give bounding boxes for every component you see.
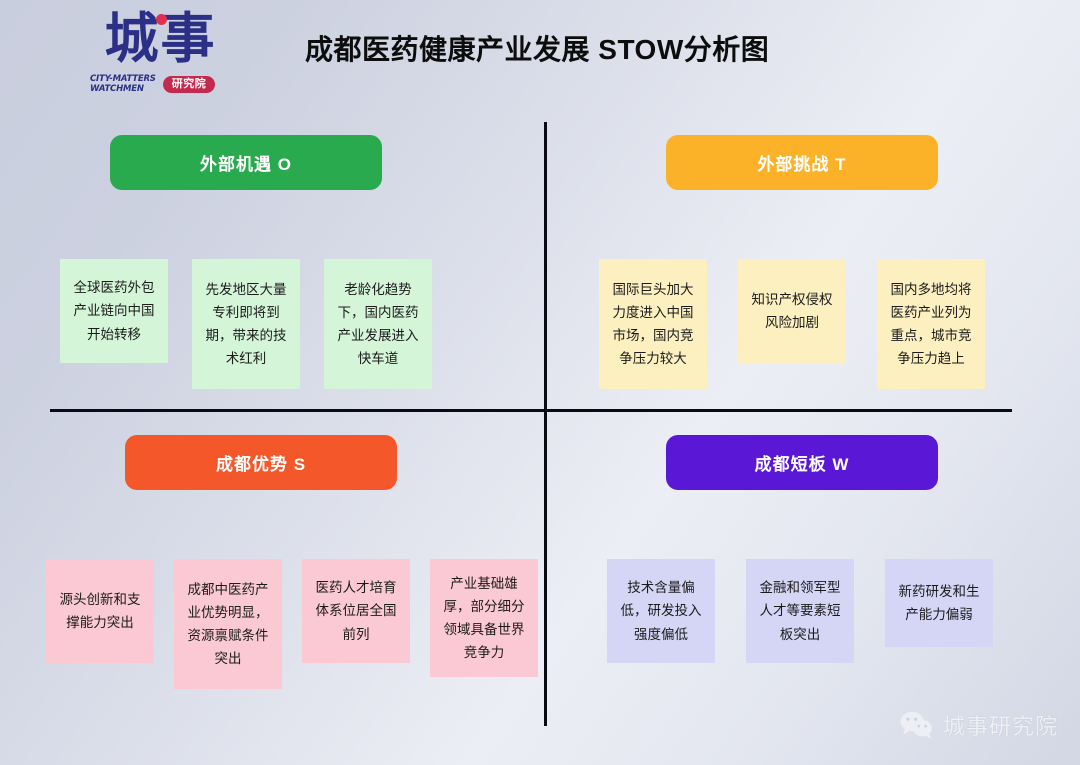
card-list-weaknesses: 技术含量偏低，研发投入强度偏低 金融和领军型人才等要素短板突出 新药研发和生产能… <box>607 559 1022 663</box>
list-item: 国际巨头加大力度进入中国市场，国内竞争压力较大 <box>599 259 707 389</box>
card-list-strengths: 源头创新和支撑能力突出 成都中医药产业优势明显，资源禀赋条件突出 医药人才培育体… <box>46 559 540 689</box>
horizontal-axis-divider <box>50 409 1012 412</box>
wechat-watermark: 城事研究院 <box>899 709 1058 741</box>
wechat-account-name: 城事研究院 <box>942 714 1058 739</box>
quadrant-header-threats: 外部挑战 T <box>666 135 938 190</box>
quadrant-header-strengths: 成都优势 S <box>125 435 397 490</box>
list-item: 老龄化趋势下，国内医药产业发展进入快车道 <box>324 259 432 389</box>
list-item: 源头创新和支撑能力突出 <box>46 559 154 663</box>
logo-dot-accent <box>156 14 167 25</box>
page-title: 成都医药健康产业发展 STOW分析图 <box>305 34 770 65</box>
logo-english-name: CITY-MATTERS WATCHMEN <box>90 74 156 94</box>
page-header: 城事 CITY-MATTERS WATCHMEN 研究院 成都医药健康产业发展 … <box>0 0 1080 125</box>
list-item: 全球医药外包产业链向中国开始转移 <box>60 259 168 363</box>
quadrant-header-opportunities: 外部机遇 O <box>110 135 382 190</box>
list-item: 成都中医药产业优势明显，资源禀赋条件突出 <box>174 559 282 689</box>
logo-wordmark: 城事 <box>88 12 233 66</box>
logo-subtitle-row: CITY-MATTERS WATCHMEN 研究院 <box>88 74 233 94</box>
logo-english-line-2: WATCHMEN <box>90 83 144 94</box>
list-item: 知识产权侵权风险加剧 <box>738 259 846 363</box>
quadrant-weaknesses: 成都短板 W 技术含量偏低，研发投入强度偏低 金融和领军型人才等要素短板突出 新… <box>552 435 1022 717</box>
brand-logo: 城事 CITY-MATTERS WATCHMEN 研究院 <box>88 12 233 117</box>
list-item: 先发地区大量专利即将到期，带来的技术红利 <box>192 259 300 389</box>
list-item: 产业基础雄厚，部分细分领域具备世界竞争力 <box>430 559 538 677</box>
list-item: 技术含量偏低，研发投入强度偏低 <box>607 559 715 663</box>
quadrant-strengths: 成都优势 S 源头创新和支撑能力突出 成都中医药产业优势明显，资源禀赋条件突出 … <box>40 435 540 717</box>
list-item: 医药人才培育体系位居全国前列 <box>302 559 410 663</box>
logo-english-line-1: CITY-MATTERS <box>90 74 156 84</box>
list-item: 金融和领军型人才等要素短板突出 <box>746 559 854 663</box>
card-list-threats: 国际巨头加大力度进入中国市场，国内竞争压力较大 知识产权侵权风险加剧 国内多地均… <box>599 259 1022 389</box>
vertical-axis-divider <box>544 122 547 726</box>
list-item: 新药研发和生产能力偏弱 <box>885 559 993 647</box>
quadrant-threats: 外部挑战 T 国际巨头加大力度进入中国市场，国内竞争压力较大 知识产权侵权风险加… <box>552 135 1022 407</box>
list-item: 国内多地均将医药产业列为重点，城市竞争压力趋上 <box>877 259 985 389</box>
quadrant-header-weaknesses: 成都短板 W <box>666 435 938 490</box>
quadrant-opportunities: 外部机遇 O 全球医药外包产业链向中国开始转移 先发地区大量专利即将到期，带来的… <box>50 135 540 407</box>
card-list-opportunities: 全球医药外包产业链向中国开始转移 先发地区大量专利即将到期，带来的技术红利 老龄… <box>60 259 540 389</box>
logo-institute-pill: 研究院 <box>162 75 216 94</box>
wechat-icon <box>899 710 933 740</box>
